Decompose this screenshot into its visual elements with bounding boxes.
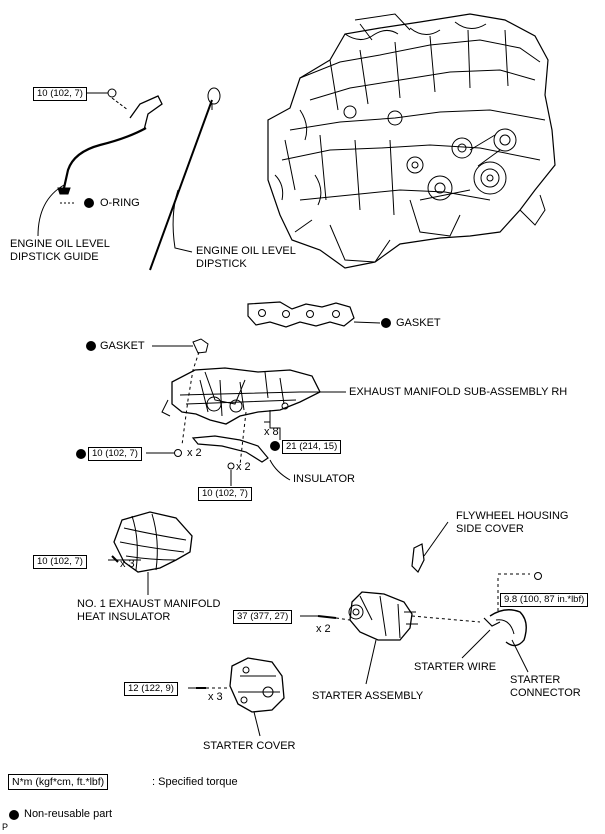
leader-lines (86, 92, 318, 689)
qty-manifold-studs: x 2 (187, 447, 202, 459)
label-starter-connector: STARTER CONNECTOR (510, 674, 581, 700)
starter-wire-drawing (461, 572, 542, 673)
label-starter-cover: STARTER COVER (203, 740, 296, 752)
label-line: SIDE COVER (456, 523, 524, 535)
label-gasket-top: GASKET (396, 317, 441, 329)
label-exhaust-manifold: EXHAUST MANIFOLD SUB-ASSEMBLY RH (349, 386, 568, 398)
label-heat-insulator: NO. 1 EXHAUST MANIFOLD HEAT INSULATOR (77, 598, 220, 624)
label-o-ring: O-RING (100, 197, 140, 209)
qty-insulator-nuts: x 2 (236, 461, 251, 473)
label-starter-wire: STARTER WIRE (414, 661, 497, 673)
label-line: CONNECTOR (510, 687, 581, 699)
torque-manifold-stud: 10 (102, 7) (88, 447, 142, 461)
label-line: NO. 1 EXHAUST MANIFOLD (77, 598, 221, 610)
torque-guide-bolt: 10 (102, 7) (33, 87, 87, 101)
starter-cover-drawing (196, 657, 285, 737)
dipstick-guide-drawing (37, 88, 163, 237)
torque-starter-bolt: 37 (377, 27) (233, 610, 293, 624)
label-dipstick-guide: ENGINE OIL LEVEL DIPSTICK GUIDE (10, 238, 110, 264)
heat-insulator-drawing (108, 511, 193, 595)
qty-starter-bolts: x 2 (316, 623, 331, 635)
nonreusable-marker-icon (76, 449, 86, 459)
label-line: DIPSTICK (196, 258, 247, 270)
legend-torque-box: N*m (kgf*cm, ft.*lbf) (8, 774, 109, 790)
label-line: FLYWHEEL HOUSING (456, 510, 569, 522)
exhaust-manifold-drawing (161, 367, 346, 466)
label-line: ENGINE OIL LEVEL (10, 238, 110, 250)
legend-torque-text: : Specified torque (152, 776, 238, 788)
label-gasket-left: GASKET (100, 340, 145, 352)
label-insulator: INSULATOR (293, 473, 355, 485)
label-line: DIPSTICK GUIDE (10, 251, 99, 263)
qty-manifold-nuts: x 8 (264, 426, 279, 438)
nonreusable-marker-icon (270, 441, 280, 451)
qty-heat-insulator-bolts: x 3 (120, 558, 135, 570)
torque-insulator-nut: 10 (102, 7) (198, 487, 252, 501)
page-marker: P (2, 822, 9, 832)
legend-nonreusable-text: Non-reusable part (24, 808, 113, 820)
label-line: STARTER (510, 674, 561, 686)
label-flywheel-cover: FLYWHEEL HOUSING SIDE COVER (456, 510, 568, 536)
starter-drawing (317, 591, 481, 685)
label-line: HEAT INSULATOR (77, 611, 171, 623)
nonreusable-marker-icon (381, 318, 391, 328)
gasket-small-drawing (152, 338, 209, 446)
torque-wire-nut: 9.8 (100, 87 in.*lbf) (500, 593, 589, 607)
torque-heat-insulator-bolt: 10 (102, 7) (33, 555, 87, 569)
qty-cover-bolts: x 3 (208, 691, 223, 703)
legend-nonreusable-icon (9, 810, 19, 820)
engine-drawing (267, 13, 556, 269)
torque-manifold-nut: 21 (214, 15) (282, 440, 342, 454)
torque-starter-cover-bolt: 12 (122, 9) (124, 682, 178, 696)
flywheel-cover-drawing (411, 521, 449, 574)
nonreusable-marker-icon (86, 341, 96, 351)
gasket-top-drawing (247, 301, 381, 328)
label-dipstick: ENGINE OIL LEVEL DIPSTICK (196, 245, 296, 271)
dipstick-drawing (149, 87, 221, 271)
insulator-drawing (146, 435, 291, 486)
label-starter-assembly: STARTER ASSEMBLY (312, 690, 424, 702)
label-line: ENGINE OIL LEVEL (196, 245, 296, 257)
nonreusable-marker-icon (84, 198, 94, 208)
